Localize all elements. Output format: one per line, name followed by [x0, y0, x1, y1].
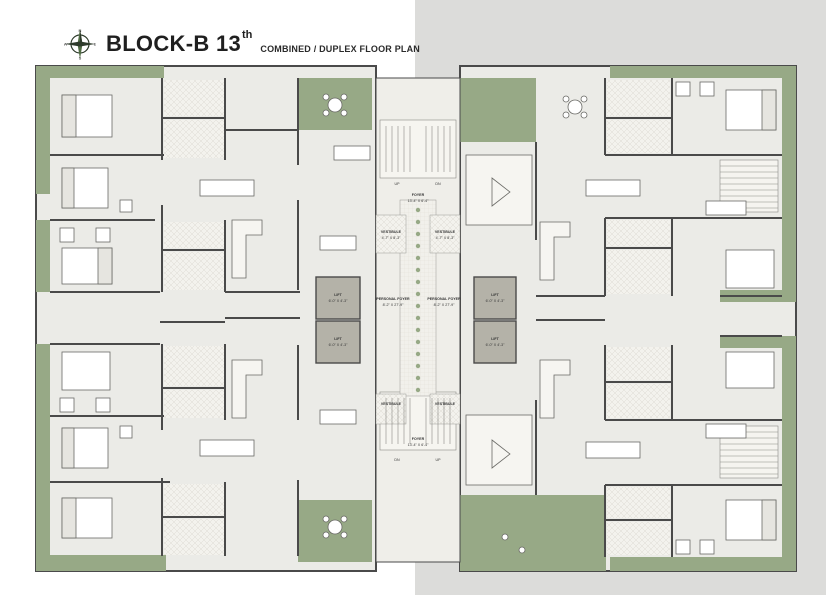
bed-8: [725, 249, 775, 289]
compass-east: E: [94, 42, 96, 47]
label-lift-2-dim: 6'-0" X 4'-3": [329, 343, 348, 347]
lift-3: [473, 276, 517, 320]
lift-1: [315, 276, 361, 320]
dining-table-3: [585, 179, 641, 197]
bed-4: [61, 351, 111, 391]
page-title-superscript: th: [242, 29, 253, 41]
kitchen-1: [231, 219, 263, 279]
page-title: BLOCK-B 13: [106, 31, 242, 56]
dining-table-2: [199, 439, 255, 457]
corridor-planters: [415, 207, 421, 393]
label-dn-top: DN: [435, 182, 441, 186]
label-foyer-bottom: FOYER: [412, 437, 425, 441]
label-up-top: UP: [395, 182, 401, 186]
terrace-top-right: [460, 78, 536, 142]
left-walls: [50, 78, 300, 556]
label-lift-4-dim: 6'-0" X 4'-3": [486, 343, 505, 347]
label-lift-1-dim: 6'-0" X 4'-3": [329, 299, 348, 303]
label-up-bottom: UP: [436, 458, 442, 462]
dining-table-4: [585, 441, 641, 459]
sofa-1: [333, 145, 371, 161]
kitchen-3: [539, 221, 571, 281]
label-personal-foyer-l-dim: 8'-2" X 27'-9": [383, 303, 404, 307]
label-lift-4: LIFT: [491, 337, 499, 341]
lift-4: [473, 320, 517, 364]
label-foyer-top: FOYER: [412, 193, 425, 197]
terrace-table-3: [567, 99, 583, 115]
label-foyer-bottom-dim: 13'-4" X 6'-4": [408, 443, 429, 447]
compass-south: S: [79, 56, 82, 61]
plan-labels: UP DN FOYER 13'-4" X 6'-4" VESTIBULE 4'-…: [329, 182, 505, 462]
bed-9: [725, 351, 775, 389]
page-subtitle: COMBINED / DUPLEX FLOOR PLAN: [260, 44, 421, 54]
right-walls: [535, 78, 782, 557]
lift-2: [315, 320, 361, 364]
terrace-stool-2: [518, 546, 526, 554]
terrace-bottom-right: [460, 495, 606, 571]
compass-icon: N S E W: [64, 28, 96, 60]
sofa-3: [319, 409, 357, 425]
terrace-table-1: [327, 97, 343, 113]
terrace-tables: [322, 93, 588, 554]
compass-north: N: [79, 28, 82, 33]
sofa-4: [705, 200, 747, 216]
label-vestibule-tr: VESTIBULE: [435, 230, 456, 234]
kitchen-4: [539, 359, 571, 419]
living-room-top: [465, 154, 533, 226]
label-vestibule-br: VESTIBULE: [435, 402, 456, 406]
kitchen-2: [231, 359, 263, 419]
compass-west: W: [64, 42, 68, 47]
label-lift-3-dim: 6'-0" X 4'-3": [486, 299, 505, 303]
label-lift-1: LIFT: [334, 293, 342, 297]
label-lift-2: LIFT: [334, 337, 342, 341]
bathrooms: [164, 80, 670, 555]
label-dn-bottom: DN: [394, 458, 400, 462]
label-vestibule-bl: VESTIBULE: [381, 402, 402, 406]
label-vestibule-tr-dim: 4'-7" X 8'-3": [436, 236, 455, 240]
label-personal-foyer-l: PERSONAL FOYER: [376, 297, 410, 301]
sofa-2: [319, 235, 357, 251]
terrace-stool-1: [501, 533, 509, 541]
label-vestibule-tl: VESTIBULE: [381, 230, 402, 234]
furniture: [59, 81, 777, 555]
label-lift-3: LIFT: [491, 293, 499, 297]
label-vestibule-tl-dim: 4'-7" X 8'-3": [382, 236, 401, 240]
label-foyer-top-dim: 13'-4" X 6'-4": [408, 199, 429, 203]
label-personal-foyer-r: PERSONAL FOYER: [427, 297, 461, 301]
dining-table-1: [199, 179, 255, 197]
sofa-5: [705, 423, 747, 439]
living-room-bottom: [465, 414, 533, 486]
terrace-table-2: [327, 519, 343, 535]
label-personal-foyer-r-dim: 8'-2" X 27'-9": [434, 303, 455, 307]
